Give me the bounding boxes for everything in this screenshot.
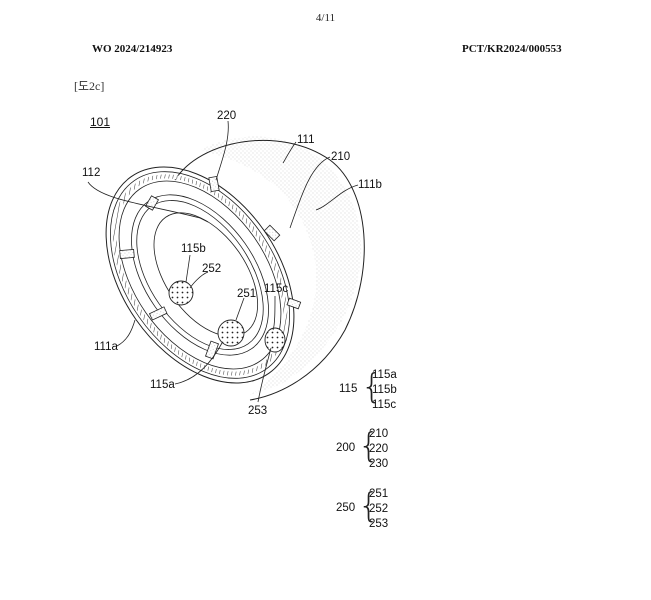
legend-parent-250: 250 bbox=[336, 502, 356, 514]
ring-outer-shell bbox=[174, 136, 365, 401]
callout-111: 111 bbox=[297, 134, 314, 146]
callout-253: 253 bbox=[248, 405, 267, 417]
callout-111a: 111a bbox=[94, 341, 118, 353]
legend-child: 253 bbox=[369, 518, 389, 530]
legend-child: 220 bbox=[369, 443, 389, 455]
legend-parent-200: 200 bbox=[336, 442, 356, 454]
brace-icon: { bbox=[361, 367, 383, 407]
callout-220: 220 bbox=[217, 110, 236, 122]
callout-210: 210 bbox=[331, 151, 350, 163]
sensor-252 bbox=[168, 280, 194, 306]
callout-252: 252 bbox=[202, 263, 221, 275]
legend-group-200: 200 { 210 220 230 bbox=[336, 427, 416, 475]
brace-icon: { bbox=[358, 486, 380, 526]
sensor-253 bbox=[264, 327, 286, 353]
legend-child: 230 bbox=[369, 458, 389, 470]
brace-icon: { bbox=[358, 426, 380, 466]
callout-111b: 111b bbox=[358, 179, 382, 191]
leader-lines bbox=[87, 120, 359, 403]
legend-child: 252 bbox=[369, 503, 389, 515]
callout-115c: 115c bbox=[264, 283, 288, 295]
callout-115a: 115a bbox=[150, 379, 175, 391]
callout-115b: 115b bbox=[181, 243, 206, 255]
sensor-modules bbox=[168, 280, 286, 353]
legend-child: 115a bbox=[372, 369, 397, 381]
legend-child: 115b bbox=[372, 384, 397, 396]
main-reference-number: 101 bbox=[90, 115, 111, 129]
figure-label: [도2c] bbox=[74, 79, 105, 93]
legend-child: 251 bbox=[369, 488, 389, 500]
sensor-251 bbox=[217, 319, 245, 347]
spacer-blocks bbox=[119, 175, 302, 360]
legend-child: 210 bbox=[369, 428, 389, 440]
publication-number: WO 2024/214923 bbox=[92, 43, 173, 55]
page-number: 4/11 bbox=[315, 12, 336, 24]
legend-parent-115: 115 bbox=[339, 383, 358, 395]
application-number: PCT/KR2024/000553 bbox=[462, 43, 562, 55]
callout-251: 251 bbox=[237, 288, 256, 300]
legend-group-115: 115 { 115a 115b 115c bbox=[339, 368, 419, 416]
legend-child: 115c bbox=[372, 399, 397, 411]
callout-112: 112 bbox=[82, 167, 100, 179]
legend-group-250: 250 { 251 252 253 bbox=[336, 487, 416, 535]
